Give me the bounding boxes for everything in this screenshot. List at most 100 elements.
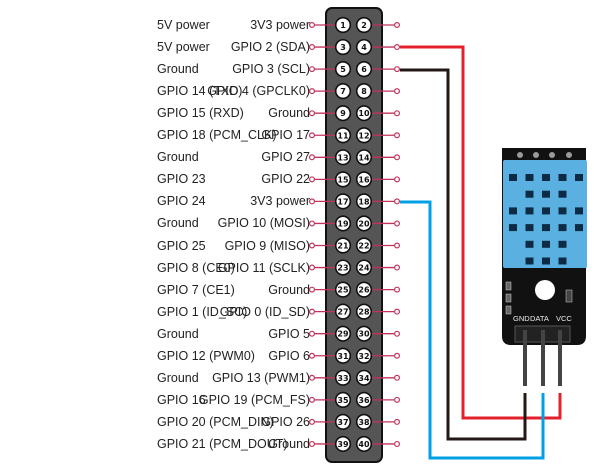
pin-label-26: GPIO 7 (CE1): [157, 282, 235, 297]
sensor-vent: [542, 224, 550, 232]
sensor-vent: [509, 174, 517, 181]
pin-label-21: GPIO 9 (MISO): [224, 238, 310, 253]
pin-terminal-18: [394, 198, 401, 205]
pin-terminal-1: [309, 22, 316, 29]
pin-terminal-36: [394, 396, 401, 403]
pin-label-12: GPIO 18 (PCM_CLK): [157, 128, 277, 143]
pin-25: [334, 281, 352, 298]
sensor-vent: [525, 174, 534, 181]
pin-label-15: GPIO 22: [261, 172, 310, 187]
pin-number-32: 32: [358, 352, 369, 361]
pin-label-17: 3V3 power: [250, 194, 310, 209]
pin-terminal-4: [394, 44, 401, 51]
pin-number-27: 27: [337, 308, 348, 317]
pin-label-7: GPIO 4 (GPCLK0): [207, 84, 310, 99]
wires: [400, 45, 562, 460]
pin-terminal-10: [394, 110, 401, 117]
pin-label-31: GPIO 6: [268, 348, 310, 363]
smd-component: [505, 281, 512, 291]
pin-terminal-30: [394, 330, 401, 337]
vcc-wire: [400, 45, 562, 420]
pin-number-40: 40: [358, 440, 370, 449]
pin-2: [355, 16, 373, 34]
pin-terminal-35: [309, 396, 316, 403]
pin-39: [334, 435, 352, 453]
pin-terminal-23: [309, 264, 316, 271]
pin-terminal-7: [309, 88, 316, 95]
pin-10: [355, 105, 373, 122]
pin-number-11: 11: [337, 131, 349, 140]
pin-terminal-6: [394, 66, 401, 73]
pin-number-21: 21: [337, 242, 349, 251]
pin-label-36: GPIO 16: [157, 392, 206, 407]
pin-16: [355, 171, 373, 188]
pin-terminal-19: [309, 220, 316, 227]
pin-number-8: 8: [361, 87, 367, 96]
pin-terminal-2: [394, 22, 401, 29]
pin-label-10: GPIO 15 (RXD): [157, 106, 244, 121]
pin-5: [334, 60, 352, 78]
sensor-top-pin: [533, 152, 539, 158]
pin-terminal-8: [394, 88, 401, 95]
pin-terminal-32: [394, 352, 401, 359]
pin-27: [334, 303, 352, 320]
pin-19: [334, 215, 352, 232]
sensor-vent: [509, 224, 517, 232]
pin-number-36: 36: [358, 396, 370, 405]
pin-number-31: 31: [337, 352, 349, 361]
pin-number-35: 35: [337, 396, 349, 405]
pin-label-34: Ground: [157, 370, 199, 385]
pin-terminal-33: [309, 374, 316, 381]
pin-number-22: 22: [358, 242, 369, 251]
pin-31: [334, 347, 352, 364]
pin-terminal-38: [394, 418, 401, 425]
pin-26: [355, 281, 373, 298]
pin-terminal-34: [394, 374, 401, 381]
pin-35: [334, 391, 352, 408]
pin-number-33: 33: [337, 374, 348, 383]
sensor-top-pin: [566, 152, 572, 158]
pin-number-9: 9: [340, 109, 346, 118]
sensor-label-vcc: VCC: [556, 314, 572, 323]
sensor-lead-vcc: [558, 330, 562, 386]
sensor-vent: [542, 174, 550, 181]
pin-terminal-40: [394, 440, 401, 447]
pin-number-6: 6: [361, 65, 367, 74]
pin-34: [355, 369, 373, 386]
pin-21: [334, 237, 352, 254]
pin-number-19: 19: [337, 219, 349, 228]
pin-29: [334, 325, 352, 342]
sensor-vent: [542, 240, 550, 248]
sensor-top-pin: [549, 152, 555, 158]
pin-number-26: 26: [358, 286, 370, 295]
sensor-vent: [525, 207, 534, 215]
pin-terminal-9: [309, 110, 316, 117]
sensor-vent: [575, 174, 583, 181]
pin-terminal-28: [394, 308, 401, 315]
sensor-vent: [558, 224, 567, 232]
pin-terminal-31: [309, 352, 316, 359]
pin-label-32: GPIO 12 (PWM0): [157, 348, 255, 363]
pin-terminal-5: [309, 66, 316, 73]
pin-label-13: GPIO 27: [261, 150, 310, 165]
pin-number-30: 30: [358, 330, 370, 339]
pin-30: [355, 325, 373, 342]
pin-3: [334, 38, 352, 56]
pin-terminal-29: [309, 330, 316, 337]
pin-number-23: 23: [337, 264, 348, 273]
sensor-vent: [575, 207, 583, 215]
pin-number-4: 4: [361, 43, 367, 52]
pin-number-16: 16: [358, 175, 370, 184]
pin-number-20: 20: [358, 219, 370, 228]
header-body: [325, 7, 383, 463]
pin-label-35: GPIO 19 (PCM_FS): [198, 392, 310, 407]
pin-number-14: 14: [358, 153, 370, 162]
pin-number-3: 3: [340, 43, 346, 52]
pin-label-25: Ground: [268, 282, 310, 297]
pin-17: [334, 193, 352, 210]
pin-terminal-25: [309, 286, 316, 293]
sensor-vent: [558, 240, 567, 248]
pin-37: [334, 413, 352, 431]
